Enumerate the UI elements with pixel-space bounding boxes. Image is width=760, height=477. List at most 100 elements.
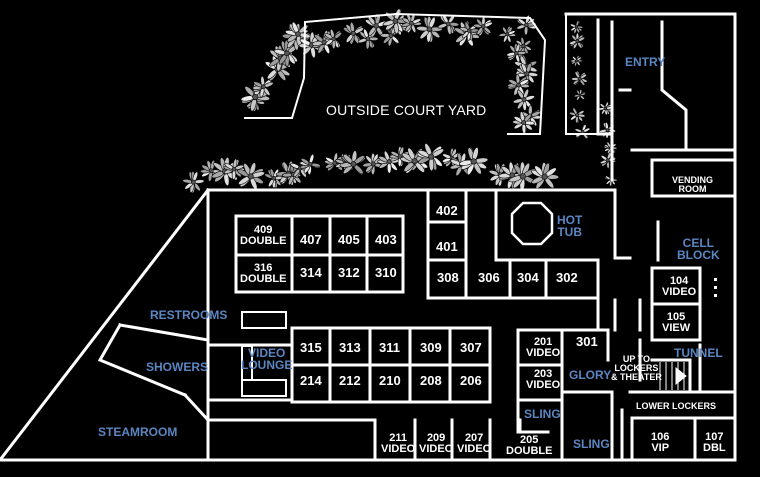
flower-icon (252, 75, 274, 98)
room-208: 208 (420, 373, 442, 388)
room-313: 313 (339, 340, 361, 355)
flower-icon (573, 89, 586, 101)
room-309: 309 (420, 340, 442, 355)
room-308: 308 (437, 270, 459, 285)
room-207-num: 207 (464, 432, 484, 444)
flower-icon (237, 162, 265, 190)
flower-icon (598, 101, 613, 116)
room-105-num: 105 (666, 311, 686, 323)
flower-icon (343, 21, 364, 45)
flower-icon (512, 111, 536, 134)
room-210: 210 (379, 373, 401, 388)
room-201: 201 VIDEO (526, 337, 560, 359)
restrooms-label: RESTROOMS (150, 308, 228, 322)
room-403: 403 (375, 232, 397, 247)
flower-icon (382, 8, 409, 35)
stairs (659, 362, 687, 390)
hot-tub-line2: TUB (557, 225, 582, 239)
flower-icon (264, 168, 285, 189)
room-107-num: 107 (705, 431, 724, 443)
room-205-num: 205 (520, 434, 539, 446)
vending-room-label: VENDING ROOM (672, 176, 713, 194)
flower-icon (299, 153, 321, 175)
flower-icon (569, 20, 584, 34)
room-203: 203 VIDEO (526, 369, 560, 391)
room-211: 211 VIDEO (381, 433, 415, 455)
room-314: 314 (300, 265, 322, 280)
room-301: 301 (576, 334, 598, 349)
room-107: 107 DBL (703, 432, 726, 454)
flower-icon (357, 28, 379, 50)
sling-upper-label: SLING (524, 407, 561, 421)
flower-icon (473, 16, 493, 37)
room-407: 407 (300, 232, 322, 247)
flower-icon (569, 107, 586, 124)
flower-icon (531, 162, 560, 189)
room-402: 402 (436, 203, 458, 218)
flower-icon (599, 152, 617, 169)
room-409-type: DOUBLE (240, 235, 287, 247)
up-to-line1: UP TO (622, 354, 651, 364)
flower-icon (574, 123, 591, 139)
vending-line1: VENDING (672, 175, 714, 185)
entry-label: ENTRY (625, 55, 666, 69)
room-107-type: DBL (703, 442, 726, 454)
room-105: 105 VIEW (662, 312, 690, 334)
room-212: 212 (339, 373, 361, 388)
room-205: 205 DOUBLE (506, 435, 552, 457)
glory-label: GLORY (569, 368, 612, 382)
room-307: 307 (460, 340, 482, 355)
room-302: 302 (556, 270, 578, 285)
room-306: 306 (478, 270, 500, 285)
room-214: 214 (300, 373, 322, 388)
flower-icon (182, 170, 205, 194)
up-to-line2: LOCKERS (614, 363, 659, 373)
room-211-num: 211 (389, 432, 407, 444)
room-207-type: VIDEO (457, 443, 492, 455)
up-to-line3: & THEATER (611, 372, 662, 382)
room-209-num: 209 (426, 432, 446, 444)
room-405: 405 (338, 232, 360, 247)
lower-lockers-label: LOWER LOCKERS (636, 401, 716, 411)
cell-bars (714, 278, 717, 297)
room-209-type: VIDEO (419, 443, 454, 455)
cell-block-line1: CELL (682, 236, 714, 250)
room-104-type: VIDEO (662, 286, 697, 298)
room-201-num: 201 (533, 336, 553, 348)
room-105-type: VIEW (662, 322, 691, 334)
room-315: 315 (300, 340, 322, 355)
flower-icon (437, 14, 460, 35)
room-201-type: VIDEO (526, 347, 561, 359)
room-203-type: VIDEO (526, 379, 561, 391)
walls (0, 12, 737, 462)
room-401: 401 (436, 239, 458, 254)
flower-icon (323, 28, 343, 50)
flower-icon (401, 13, 422, 34)
room-311: 311 (379, 340, 400, 355)
flower-icon (459, 21, 480, 41)
showers-label: SHOWERS (146, 360, 209, 374)
room-316: 316 DOUBLE (240, 263, 286, 285)
room-106: 106 VIP (651, 432, 669, 454)
room-409: 409 DOUBLE (240, 225, 286, 247)
flower-icon (569, 32, 586, 50)
room-211-type: VIDEO (381, 443, 416, 455)
steamroom-label: STEAMROOM (98, 425, 178, 439)
flower-icon (400, 147, 429, 174)
courtyard-title: OUTSIDE COURT YARD (326, 102, 487, 118)
flower-icon (507, 73, 530, 96)
flower-icon (516, 14, 537, 36)
hot-tub-line1: HOT (557, 213, 583, 227)
room-106-num: 106 (651, 431, 670, 443)
room-409-num: 409 (254, 224, 273, 236)
room-310: 310 (375, 265, 397, 280)
flower-icon (416, 143, 445, 172)
cell-block-line2: BLOCK (677, 248, 720, 262)
sling-lower-label: SLING (573, 437, 610, 451)
room-207: 207 VIDEO (457, 433, 491, 455)
courtyard-foliage (182, 8, 618, 194)
room-106-type: VIP (651, 442, 670, 454)
flower-icon (570, 55, 583, 67)
flower-icon (498, 25, 517, 43)
